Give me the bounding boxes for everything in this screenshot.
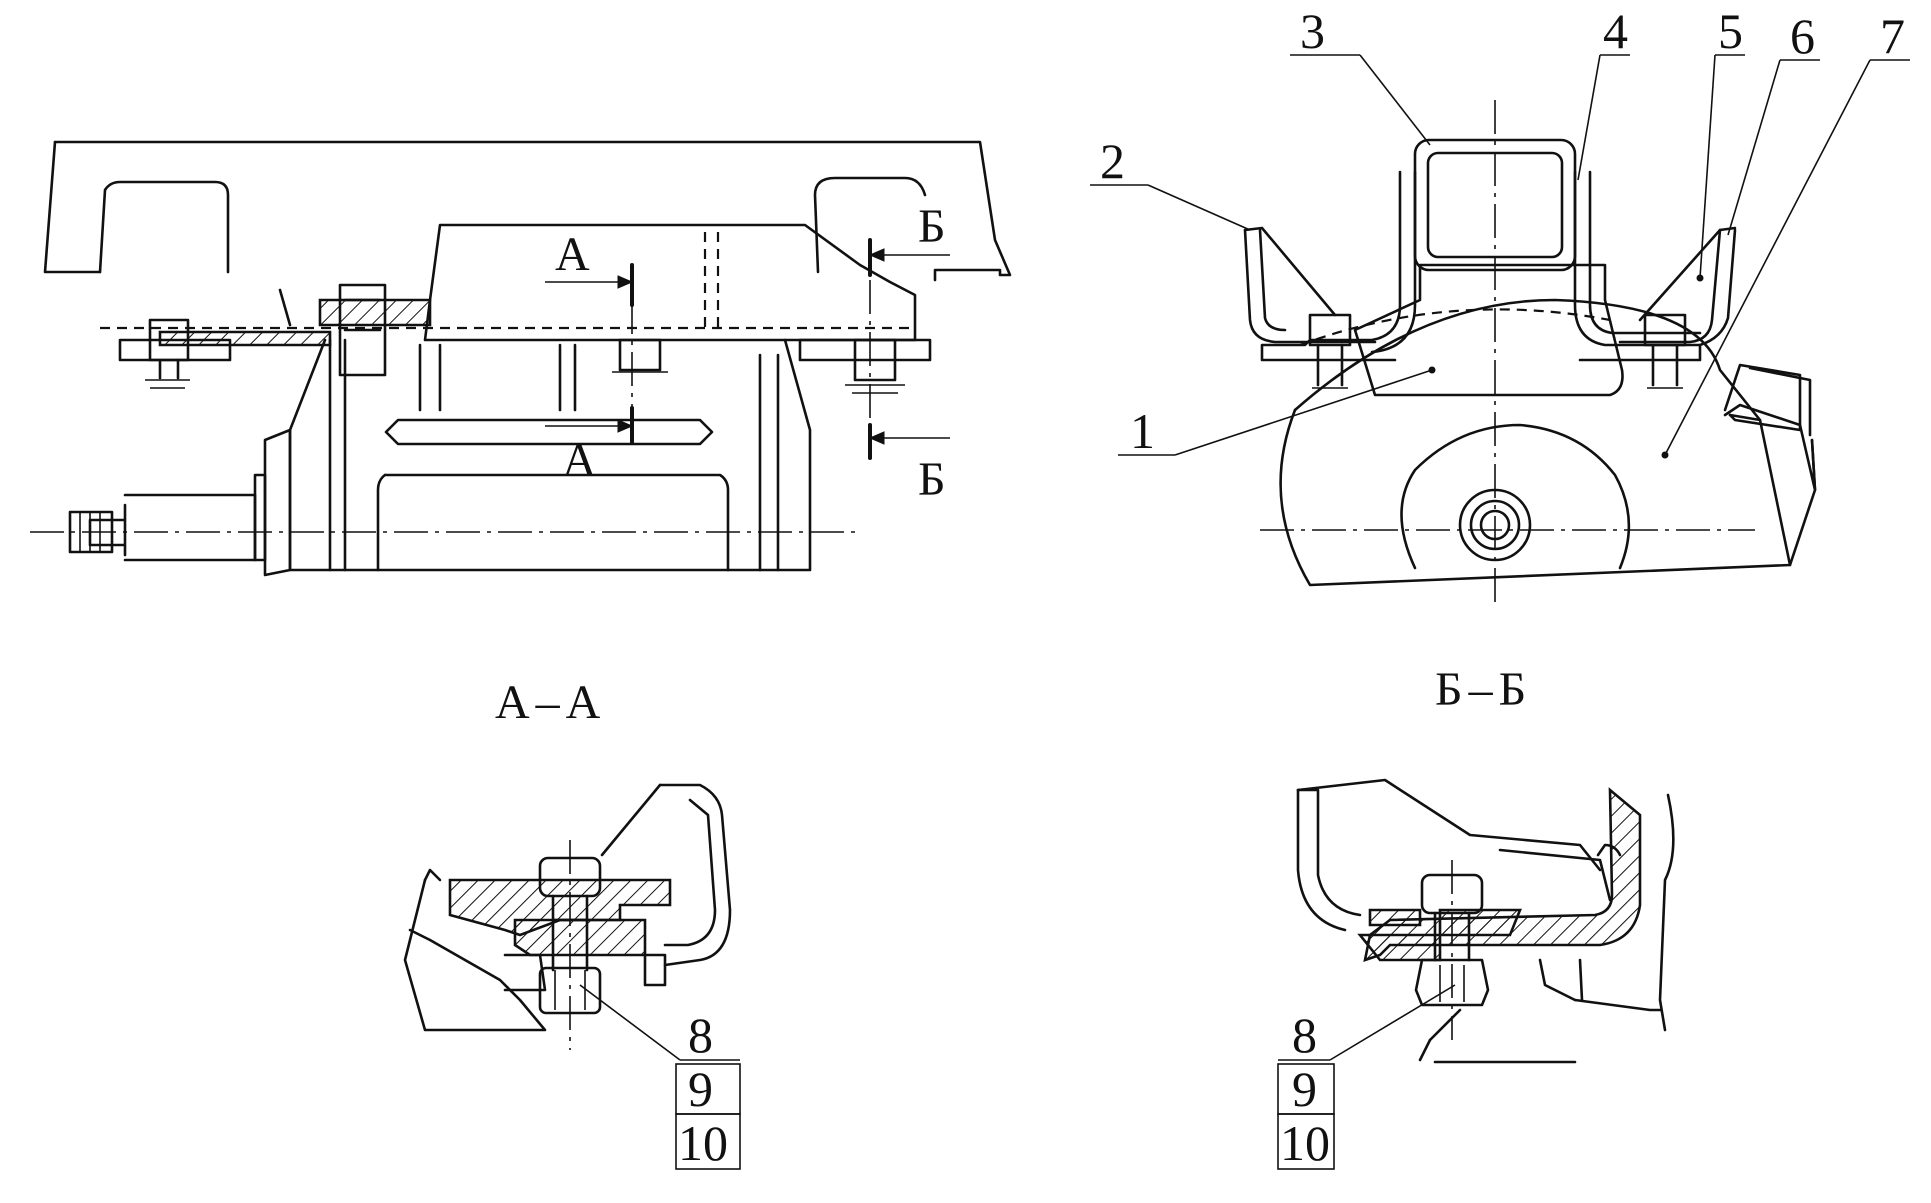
bolt-center [612, 338, 668, 373]
callout-label-7: 7 [1880, 8, 1905, 64]
bolt-right [845, 338, 905, 394]
stack-right-8: 8 [1292, 1007, 1317, 1063]
callout-4: 4 [1577, 3, 1630, 181]
callout-label-4: 4 [1603, 3, 1628, 59]
callout-label-3: 3 [1300, 3, 1325, 59]
label-stack-right: 8 9 10 [1277, 984, 1456, 1171]
section-title-a-a: А–А [495, 676, 606, 729]
stack-left-10: 10 [678, 1115, 728, 1171]
stack-right-10: 10 [1280, 1115, 1330, 1171]
label-stack-left: 8 9 10 [579, 984, 741, 1171]
cut-mark-b-top: Б [868, 200, 950, 277]
bolt-mid [338, 283, 387, 377]
callout-6: 6 [1727, 8, 1820, 236]
cut-mark-a-bottom: А [545, 406, 634, 487]
callout-label-6: 6 [1790, 8, 1815, 64]
front-view: 1 2 3 4 5 6 [1090, 3, 1910, 605]
cut-label-b-bottom: Б [918, 453, 946, 506]
section-b-b: Б–Б 8 9 10 [1277, 663, 1675, 1171]
stack-left-9: 9 [688, 1061, 713, 1117]
cut-label-a-bottom: А [562, 434, 597, 487]
callout-5: 5 [1696, 3, 1745, 282]
callout-label-2: 2 [1100, 133, 1125, 189]
front-bolt-right [1643, 313, 1687, 389]
cut-label-a-top: А [555, 228, 590, 281]
cut-label-b-top: Б [918, 200, 946, 253]
cut-mark-a-top: А [545, 228, 634, 307]
stack-left-8: 8 [688, 1007, 713, 1063]
callout-label-5: 5 [1718, 3, 1743, 59]
callout-7: 7 [1661, 8, 1910, 459]
callout-3: 3 [1290, 3, 1431, 146]
front-bolt-left [1308, 313, 1352, 389]
stack-right-9: 9 [1292, 1061, 1317, 1117]
callout-1: 1 [1118, 366, 1436, 459]
section-title-b-b: Б–Б [1435, 663, 1532, 716]
section-a-a: А–А 8 9 10 [403, 676, 741, 1171]
callout-2: 2 [1090, 133, 1251, 231]
cut-mark-b-bottom: Б [868, 423, 950, 506]
callout-label-1: 1 [1130, 403, 1155, 459]
side-view: А А Б Б [30, 140, 1012, 577]
bolt-left [145, 318, 190, 389]
